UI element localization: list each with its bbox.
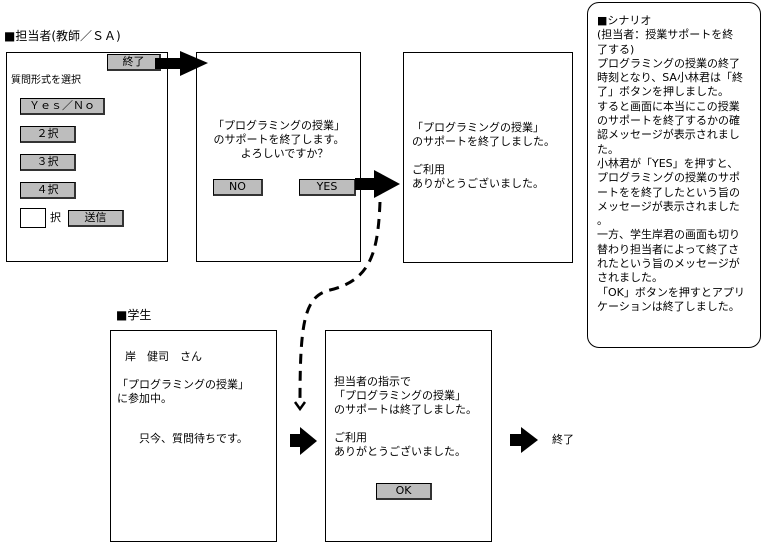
- arrow-student-to-finished: [290, 427, 317, 455]
- confirm-message: 「プログラミングの授業」 のサポートを終了します。 よろしいですか？: [213, 119, 345, 160]
- no-button[interactable]: NO: [213, 179, 263, 196]
- teacher-finished-screen: 「プログラミングの授業」 のサポートを終了しました。 ご利用 ありがとうございま…: [403, 52, 573, 263]
- student-heading: ■学生: [116, 308, 152, 322]
- dashed-arrow-head: [293, 401, 307, 412]
- option-4-button[interactable]: ４択: [20, 182, 76, 199]
- end-button[interactable]: 終了: [107, 54, 161, 71]
- ok-button[interactable]: OK: [376, 483, 432, 500]
- end-label: 終了: [552, 433, 574, 446]
- custom-choice-suffix: 択: [50, 211, 61, 224]
- teacher-confirm-screen: 「プログラミングの授業」 のサポートを終了します。 よろしいですか？ NO YE…: [196, 52, 361, 262]
- arrow-to-finished: [355, 170, 400, 198]
- scenario-box: ■シナリオ (担当者：授業サポートを終 了する) プログラミングの授業の終了 時…: [587, 2, 761, 348]
- option-2-button[interactable]: ２択: [20, 126, 76, 143]
- waiting-status: 只今、質問待ちです。: [139, 432, 248, 445]
- finished-message: 「プログラミングの授業」 のサポートを終了しました。 ご利用 ありがとうございま…: [412, 121, 555, 190]
- scenario-text: ■シナリオ (担当者：授業サポートを終 了する) プログラミングの授業の終了 時…: [597, 14, 745, 313]
- teacher-question-screen: 終了 質問形式を選択 Ｙｅｓ／Ｎｏ ２択 ３択 ４択 択 送信: [6, 52, 168, 262]
- student-waiting-screen: 岸 健司 さん 「プログラミングの授業」 に参加中。 只今、質問待ちです。: [110, 330, 277, 542]
- arrow-to-end: [510, 427, 538, 453]
- option-yes-no-button[interactable]: Ｙｅｓ／Ｎｏ: [20, 98, 105, 115]
- participation-status: 「プログラミングの授業」 に参加中。: [117, 378, 249, 405]
- option-3-button[interactable]: ３択: [20, 154, 76, 171]
- send-button[interactable]: 送信: [68, 210, 124, 227]
- teacher-heading: ■担当者(教師／ＳＡ): [4, 29, 121, 43]
- student-finished-message: 担当者の指示で 「プログラミングの授業」 のサポートは終了しました。 ご利用 あ…: [334, 375, 477, 458]
- arrow-to-confirm: [155, 51, 208, 76]
- student-name: 岸 健司 さん: [125, 350, 202, 363]
- custom-choice-input[interactable]: [20, 208, 46, 228]
- student-finished-screen: 担当者の指示で 「プログラミングの授業」 のサポートは終了しました。 ご利用 あ…: [325, 330, 492, 542]
- question-type-label: 質問形式を選択: [11, 75, 81, 86]
- dashed-arrow-to-student: [298, 201, 382, 401]
